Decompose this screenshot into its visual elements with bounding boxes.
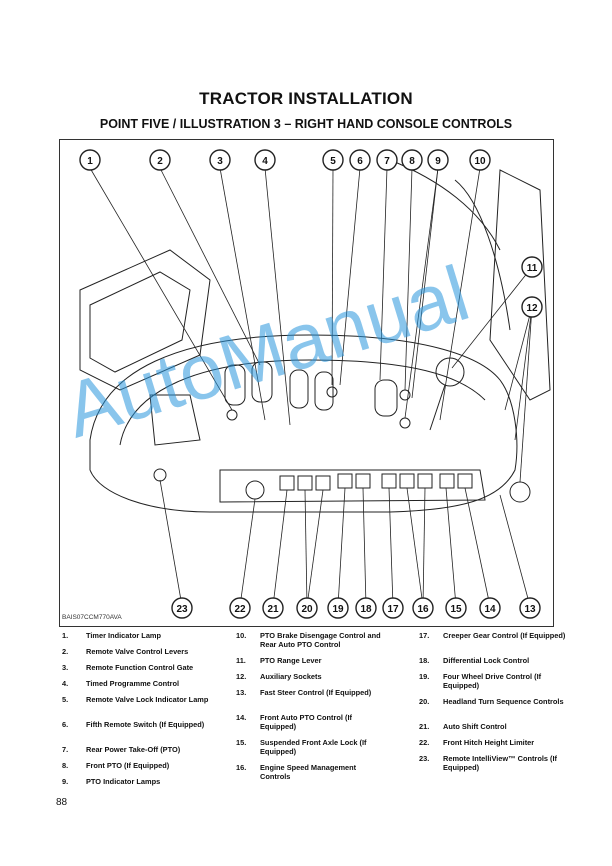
page-title: TRACTOR INSTALLATION — [199, 89, 413, 108]
figure-code: BAIS07CCM770AVA — [62, 614, 122, 621]
console-illustration: 1 2 3 4 5 6 7 8 9 10 11 12 23 22 21 20 1… — [59, 139, 554, 627]
callout-16: 16 — [417, 604, 429, 615]
callout-11: 11 — [527, 263, 538, 274]
callout-22: 22 — [234, 604, 246, 615]
callout-23: 23 — [176, 604, 188, 615]
callout-21: 21 — [267, 604, 279, 615]
page-number: 88 — [56, 797, 68, 808]
callout-7: 7 — [384, 156, 390, 167]
callout-10: 10 — [474, 156, 486, 167]
callout-2: 2 — [157, 156, 163, 167]
callout-8: 8 — [409, 156, 415, 167]
callout-6: 6 — [357, 156, 363, 167]
callout-12: 12 — [526, 303, 538, 314]
callout-20: 20 — [301, 604, 313, 615]
callout-14: 14 — [484, 604, 496, 615]
callout-9: 9 — [435, 156, 441, 167]
callout-4: 4 — [262, 156, 268, 167]
callout-17: 17 — [387, 604, 399, 615]
callout-19: 19 — [332, 604, 344, 615]
callout-13: 13 — [524, 604, 536, 615]
callout-3: 3 — [217, 156, 223, 167]
callout-18: 18 — [360, 604, 372, 615]
callout-15: 15 — [450, 604, 462, 615]
page-subtitle: POINT FIVE / ILLUSTRATION 3 – RIGHT HAND… — [99, 117, 513, 131]
callout-5: 5 — [330, 156, 336, 167]
console-drawing: 1 2 3 4 5 6 7 8 9 10 11 12 23 22 21 20 1… — [79, 149, 551, 619]
callout-1: 1 — [87, 156, 93, 167]
